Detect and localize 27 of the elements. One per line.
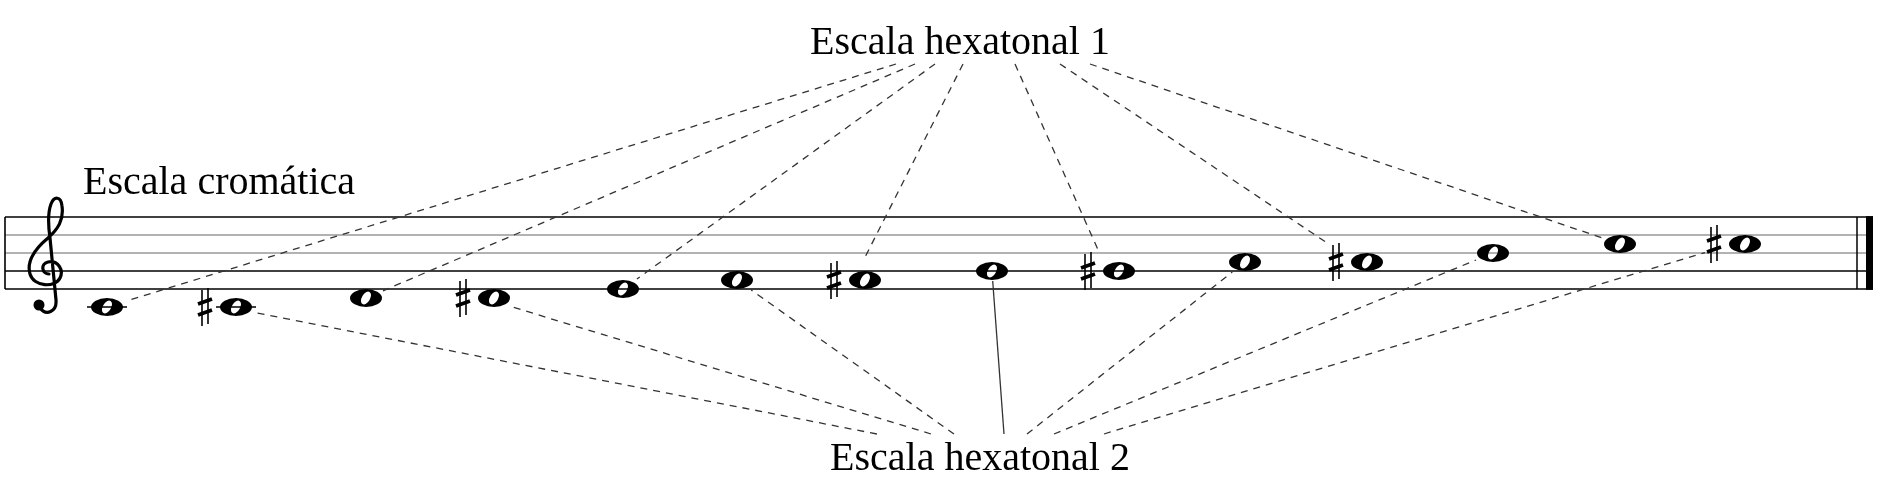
- whole-note-icon: [1603, 234, 1637, 254]
- scale-label: Escala hexatonal 2: [830, 434, 1130, 480]
- sharp-note-icon: [1079, 251, 1136, 291]
- leader-line: [1089, 63, 1604, 239]
- leader-line: [1026, 271, 1233, 435]
- sharp-note-icon: [1327, 242, 1384, 282]
- leader-line: [636, 63, 936, 280]
- leader-line: [256, 312, 878, 435]
- whole-note-icon: [349, 288, 383, 308]
- leader-line: [1059, 63, 1328, 244]
- leader-line: [382, 63, 916, 292]
- scale-label: Escala hexatonal 1: [810, 18, 1110, 64]
- sharp-note-icon: [196, 287, 257, 327]
- sharp-note-icon: [454, 278, 511, 318]
- sharp-note-icon: [1705, 224, 1762, 264]
- leader-line: [1103, 251, 1706, 435]
- sharp-note-icon: [825, 260, 882, 300]
- whole-note-icon: [1476, 243, 1510, 263]
- leader-line: [992, 280, 1005, 435]
- whole-note-icon: [1228, 252, 1262, 272]
- whole-note-icon: [606, 279, 640, 299]
- scale-label: Escala cromática: [83, 158, 356, 204]
- whole-note-icon: [86, 297, 128, 317]
- leader-line: [1053, 259, 1477, 435]
- leader-line: [750, 289, 955, 435]
- whole-note-icon: [975, 261, 1009, 281]
- whole-note-icon: [720, 270, 754, 290]
